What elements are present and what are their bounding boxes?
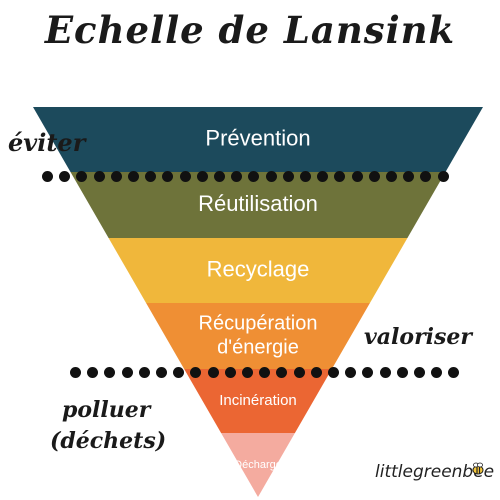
separator-top [42,171,462,183]
pyramid-label-6: Décharge [234,459,282,471]
separator-dot [121,367,133,378]
separator-dot [414,367,425,378]
separator-dot [214,171,225,182]
separator-bottom [70,367,465,379]
separator-dot [104,367,116,378]
separator-dot [259,367,271,378]
bee-icon [472,462,484,475]
separator-dot [351,171,363,182]
separator-dot [431,367,443,378]
pyramid-label-5: Incinération [219,392,297,409]
pyramid-band-4 [146,303,370,369]
separator-dot [403,171,415,182]
separator-dot [386,171,397,182]
separator-dot [179,171,191,182]
separator-dot [190,367,202,378]
separator-dot [138,367,150,378]
separator-dot [362,367,374,378]
separator-dot [437,171,449,182]
separator-dot [293,367,305,378]
separator-dot [87,367,99,378]
separator-dot [379,367,391,378]
separator-dot [345,367,357,378]
separator-dot [265,171,277,182]
separator-dot [196,171,208,182]
pyramid-label-4: Récupération [199,312,318,334]
pyramid-band-2 [70,172,446,238]
separator-dot [300,171,311,182]
pyramid-label-1: Prévention [205,125,310,150]
pyramid-label-4: d'énergie [217,336,299,358]
separator-dot [207,367,219,378]
label-waste: (déchets) [50,428,167,454]
separator-dot [59,171,71,182]
brand-logo: littlegreenbee [375,462,495,482]
separator-dot [396,367,408,378]
separator-dot [282,171,294,182]
label-recover: valoriser [364,324,472,350]
separator-dot [162,171,174,182]
pyramid-band-1 [33,107,483,172]
separator-dot [231,171,243,182]
separator-dot [145,171,157,182]
label-pollute: polluer [62,397,151,423]
separator-dot [224,367,236,378]
separator-dot [248,171,260,182]
pyramid-band-3 [108,238,408,303]
separator-dot [93,171,105,182]
separator-dot [448,367,460,378]
separator-dot [317,171,329,182]
separator-dot [328,367,339,378]
separator-dot [173,367,185,378]
separator-dot [368,171,380,182]
separator-dot [276,367,288,378]
separator-dot [334,171,346,182]
pyramid-band-6 [221,433,295,497]
separator-dot [110,171,122,182]
separator-dot [70,367,81,378]
pyramid-label-3: Recyclage [207,256,310,281]
separator-dot [128,171,139,182]
label-avoid: éviter [8,128,86,157]
separator-dot [310,367,322,378]
separator-dot [242,367,253,378]
page-title: Echelle de Lansink [44,8,456,52]
separator-dot [156,367,167,378]
pyramid-band-5 [184,369,332,433]
pyramid-label-2: Réutilisation [198,191,318,216]
separator-dot [420,171,432,182]
separator-dot [76,171,88,182]
separator-dot [42,171,53,182]
